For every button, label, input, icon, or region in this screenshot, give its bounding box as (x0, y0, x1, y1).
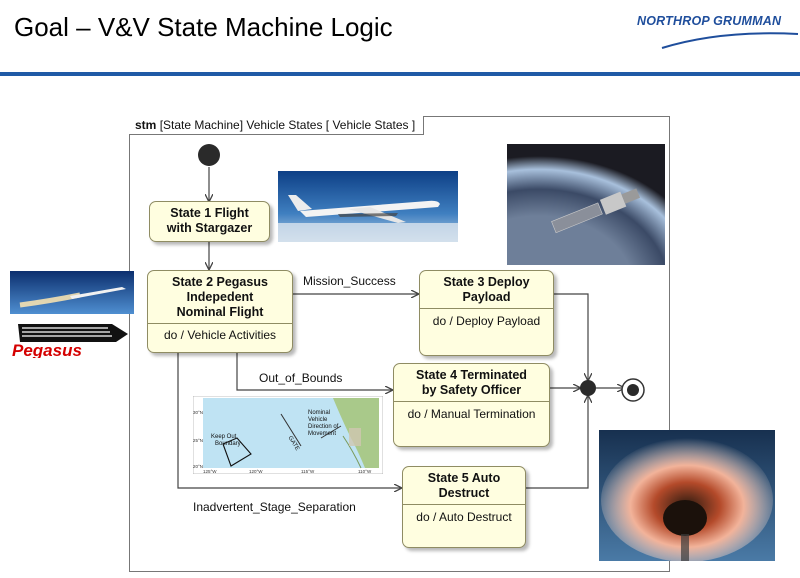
flight-corridor-map: Keep Out Boundary GATE Nominal Vehicle D… (193, 396, 383, 474)
state-activity: do / Manual Termination (407, 407, 536, 421)
state-name-line: State 3 Deploy (443, 275, 530, 289)
logo-swoosh-icon (661, 32, 799, 49)
map-lat-label: 25°N (193, 438, 203, 443)
map-direction-label: Direction of (308, 424, 339, 430)
frame-label: stm [State Machine] Vehicle States [ Veh… (129, 116, 425, 135)
state-2: State 2 Pegasus Indepedent Nominal Fligh… (147, 270, 293, 353)
transition-label-out-of-bounds: Out_of_Bounds (259, 371, 343, 385)
pegasus-logo-text: Pegasus (12, 341, 82, 358)
map-lon-label: 115°W (301, 469, 315, 474)
state-name-line: State 1 Flight (170, 206, 249, 220)
state-name-line: by Safety Officer (421, 383, 522, 397)
state-name-line: State 4 Terminated (416, 368, 527, 382)
out-of-bounds-transition (236, 352, 392, 390)
state-4: State 4 Terminated by Safety Officer do … (393, 363, 550, 447)
map-lon-label: 110°W (358, 469, 372, 474)
pegasus-rocket-photo (10, 271, 134, 314)
s5-to-join-transition (525, 396, 588, 489)
northrop-grumman-logo: NORTHROP GRUMMAN (637, 14, 782, 28)
satellite-deploy-photo (507, 144, 665, 265)
map-keep-out-label: Boundary (215, 441, 241, 447)
state-1: State 1 Flight with Stargazer (149, 201, 270, 242)
map-lon-label: 120°W (249, 469, 263, 474)
initial-node-icon (198, 144, 220, 166)
state-activity: do / Auto Destruct (416, 510, 512, 524)
frame-label-text: [State Machine] Vehicle States [ Vehicle… (159, 118, 416, 132)
state-5: State 5 Auto Destruct do / Auto Destruct (402, 466, 526, 548)
join-node-icon (580, 380, 596, 396)
state-name-line: with Stargazer (166, 221, 253, 235)
auto-destruct-explosion-photo (599, 430, 775, 561)
map-lat-label: 30°N (193, 410, 203, 415)
header-divider (0, 72, 800, 76)
slide-title: Goal – V&V State Machine Logic (14, 12, 393, 42)
frame-keyword: stm (135, 118, 157, 132)
map-keep-out-label: Keep Out (211, 434, 237, 440)
stage-separation-transition (177, 352, 401, 488)
map-direction-label: Movement (308, 431, 336, 437)
keep-out-boundary-icon (222, 437, 252, 467)
state-name-line: State 5 Auto (427, 471, 501, 485)
state-name-line: Destruct (438, 486, 490, 500)
map-lon-label: 125°W (203, 469, 217, 474)
state-name-line: Indepedent (186, 290, 254, 304)
state-activity: do / Deploy Payload (432, 314, 541, 328)
pegasus-logo-icon: Pegasus (12, 324, 128, 358)
state-3: State 3 Deploy Payload do / Deploy Paylo… (419, 270, 554, 356)
gate-line-icon (280, 413, 302, 447)
state-activity: do / Vehicle Activities (163, 328, 277, 342)
transition-label-mission-success: Mission_Success (303, 274, 396, 288)
map-direction-label: Vehicle (308, 417, 328, 423)
map-lat-label: 20°N (193, 464, 203, 469)
map-direction-label: Nominal (308, 410, 330, 416)
state-name-line: Payload (462, 290, 511, 304)
state-name-line: State 2 Pegasus (172, 275, 268, 289)
s3-to-join-transition (553, 293, 588, 380)
transition-label-stage-separation: Inadvertent_Stage_Separation (193, 500, 356, 514)
stargazer-aircraft-photo (278, 171, 458, 242)
state-name-line: Nominal Flight (176, 305, 264, 319)
